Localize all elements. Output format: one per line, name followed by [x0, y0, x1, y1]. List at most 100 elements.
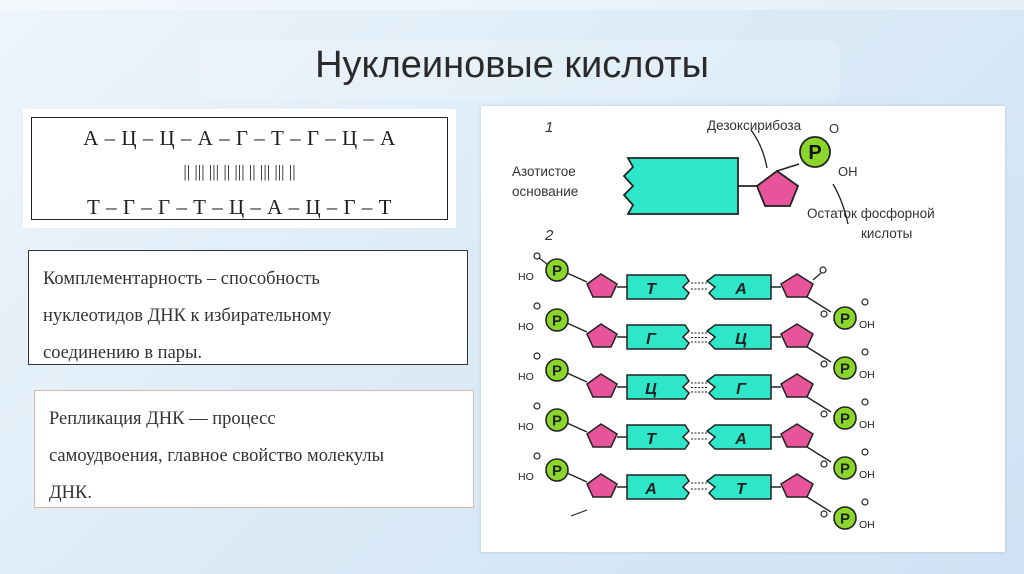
phosphate-circle — [833, 456, 857, 480]
phosphate-circle — [833, 506, 857, 530]
oh-label: OH — [838, 164, 858, 179]
oh-label: OH — [859, 319, 875, 331]
backbone-bond — [806, 496, 832, 513]
sugar-pentagon — [586, 473, 618, 498]
sugar-pentagon — [586, 273, 618, 298]
ho-label: HO — [518, 421, 534, 433]
phosphate-letter: P — [552, 413, 562, 430]
phosphate-circle — [545, 258, 569, 282]
oh-label: OH — [859, 469, 875, 481]
phosphate-letter: P — [552, 263, 562, 280]
base-block — [705, 424, 772, 450]
terminal-bond — [570, 509, 588, 517]
phosphate-letter: P — [840, 311, 850, 328]
ho-label: HO — [518, 371, 534, 383]
phosphate-letter: P — [840, 511, 850, 528]
page-title: Нуклеиновые кислоты — [315, 44, 709, 86]
oxygen-atom — [819, 266, 827, 274]
base-letter-right: А — [734, 281, 747, 298]
dna-sequence-box: А – Ц – Ц – А – Г – Т – Г – Ц – А || |||… — [23, 109, 456, 228]
phosphate-arrow — [832, 183, 849, 225]
oxygen-atom — [861, 398, 869, 406]
phosphate-circle — [545, 458, 569, 482]
sugar-pentagon — [780, 373, 814, 398]
phosphate-letter: P — [552, 463, 562, 480]
oxygen-atom — [533, 302, 541, 310]
oxygen-atom — [820, 410, 828, 418]
diagram-label-1: 1 — [545, 119, 553, 136]
backbone-bond — [566, 322, 588, 333]
phosphate-letter: P — [840, 461, 850, 478]
complementarity-line: Комплементарность – способность — [43, 269, 320, 289]
sugar-pentagon — [586, 423, 618, 448]
base-letter-right: Т — [736, 481, 747, 498]
replication-line: самоудвоения, главное свойство молекулы — [49, 446, 385, 466]
base-letter-right: Ц — [735, 331, 747, 348]
phosphate-circle — [799, 136, 831, 168]
replication-definition: Репликация ДНК –– процесс самоудвоения, … — [34, 390, 474, 508]
sugar-phosphate-bond — [776, 163, 800, 172]
sequence-hydrogen-bonds: || ||| ||| || ||| || ||| ||| || — [183, 162, 296, 181]
backbone-bond — [566, 272, 588, 283]
phosphate-circle — [545, 358, 569, 382]
oh-label: OH — [859, 519, 875, 531]
complementarity-line: соединению в пары. — [43, 343, 203, 363]
base-block — [626, 324, 690, 350]
sugar-pentagon — [586, 373, 618, 398]
sugar-label: Дезоксирибоза — [707, 118, 802, 133]
base-letter-left: Т — [646, 431, 657, 448]
complementarity-definition: Комплементарность – способность нуклеоти… — [28, 250, 468, 365]
backbone-bond — [806, 446, 832, 463]
sugar-pentagon — [586, 323, 618, 348]
ho-label: HO — [518, 271, 534, 283]
sugar-arrow — [750, 129, 768, 169]
backbone-bond — [806, 296, 832, 313]
oxygen-atom — [533, 452, 541, 460]
base-letter-right: Г — [736, 381, 747, 398]
base-label: основание — [512, 184, 578, 199]
sugar-pentagon — [755, 169, 800, 207]
base-block — [622, 157, 739, 215]
base-block — [705, 374, 772, 400]
ho-label: HO — [518, 321, 534, 333]
backbone-bond — [566, 372, 588, 383]
sugar-pentagon — [780, 273, 814, 298]
oxygen-atom — [861, 298, 869, 306]
sugar-pentagon — [780, 473, 814, 498]
oxygen-atom — [533, 402, 541, 410]
oh-label: OH — [859, 369, 875, 381]
oxygen-atom — [861, 348, 869, 356]
oxygen-atom — [820, 310, 828, 318]
base-letter-left: А — [644, 481, 657, 498]
backbone-bond — [806, 346, 832, 363]
phosphate-letter: P — [840, 361, 850, 378]
phosphate-circle — [545, 308, 569, 332]
phosphate-letter: P — [552, 313, 562, 330]
base-block — [705, 324, 772, 350]
base-block — [705, 474, 772, 500]
base-block — [626, 474, 690, 500]
oxygen-bond — [812, 272, 822, 281]
phosphate-letter: P — [552, 363, 562, 380]
sugar-pentagon — [780, 323, 814, 348]
phosphate-label: кислоты — [861, 226, 912, 241]
sequence-top-strand: А – Ц – Ц – А – Г – Т – Г – Ц – А — [83, 126, 396, 150]
base-letter-right: А — [734, 431, 747, 448]
nucleotide-diagram-panel: 1 Азотистое основание Дезоксирибоза Оста… — [481, 106, 1005, 552]
base-block — [626, 374, 690, 400]
sequence-bottom-strand: Т – Г – Г – Т – Ц – А – Ц – Г – Т — [87, 195, 392, 219]
phosphate-letter: P — [840, 411, 850, 428]
oxygen-atom — [820, 510, 828, 518]
base-letter-left: Т — [646, 281, 657, 298]
base-letter-left: Г — [646, 331, 657, 348]
oxygen-atom — [820, 360, 828, 368]
oxygen-label: O — [829, 121, 839, 136]
base-block — [626, 274, 690, 300]
replication-line: Репликация ДНК –– процесс — [49, 409, 276, 429]
oxygen-atom — [861, 498, 869, 506]
phosphate-circle — [833, 356, 857, 380]
oxygen-atom — [533, 252, 541, 260]
phosphate-circle — [545, 408, 569, 432]
oxygen-atom — [861, 448, 869, 456]
